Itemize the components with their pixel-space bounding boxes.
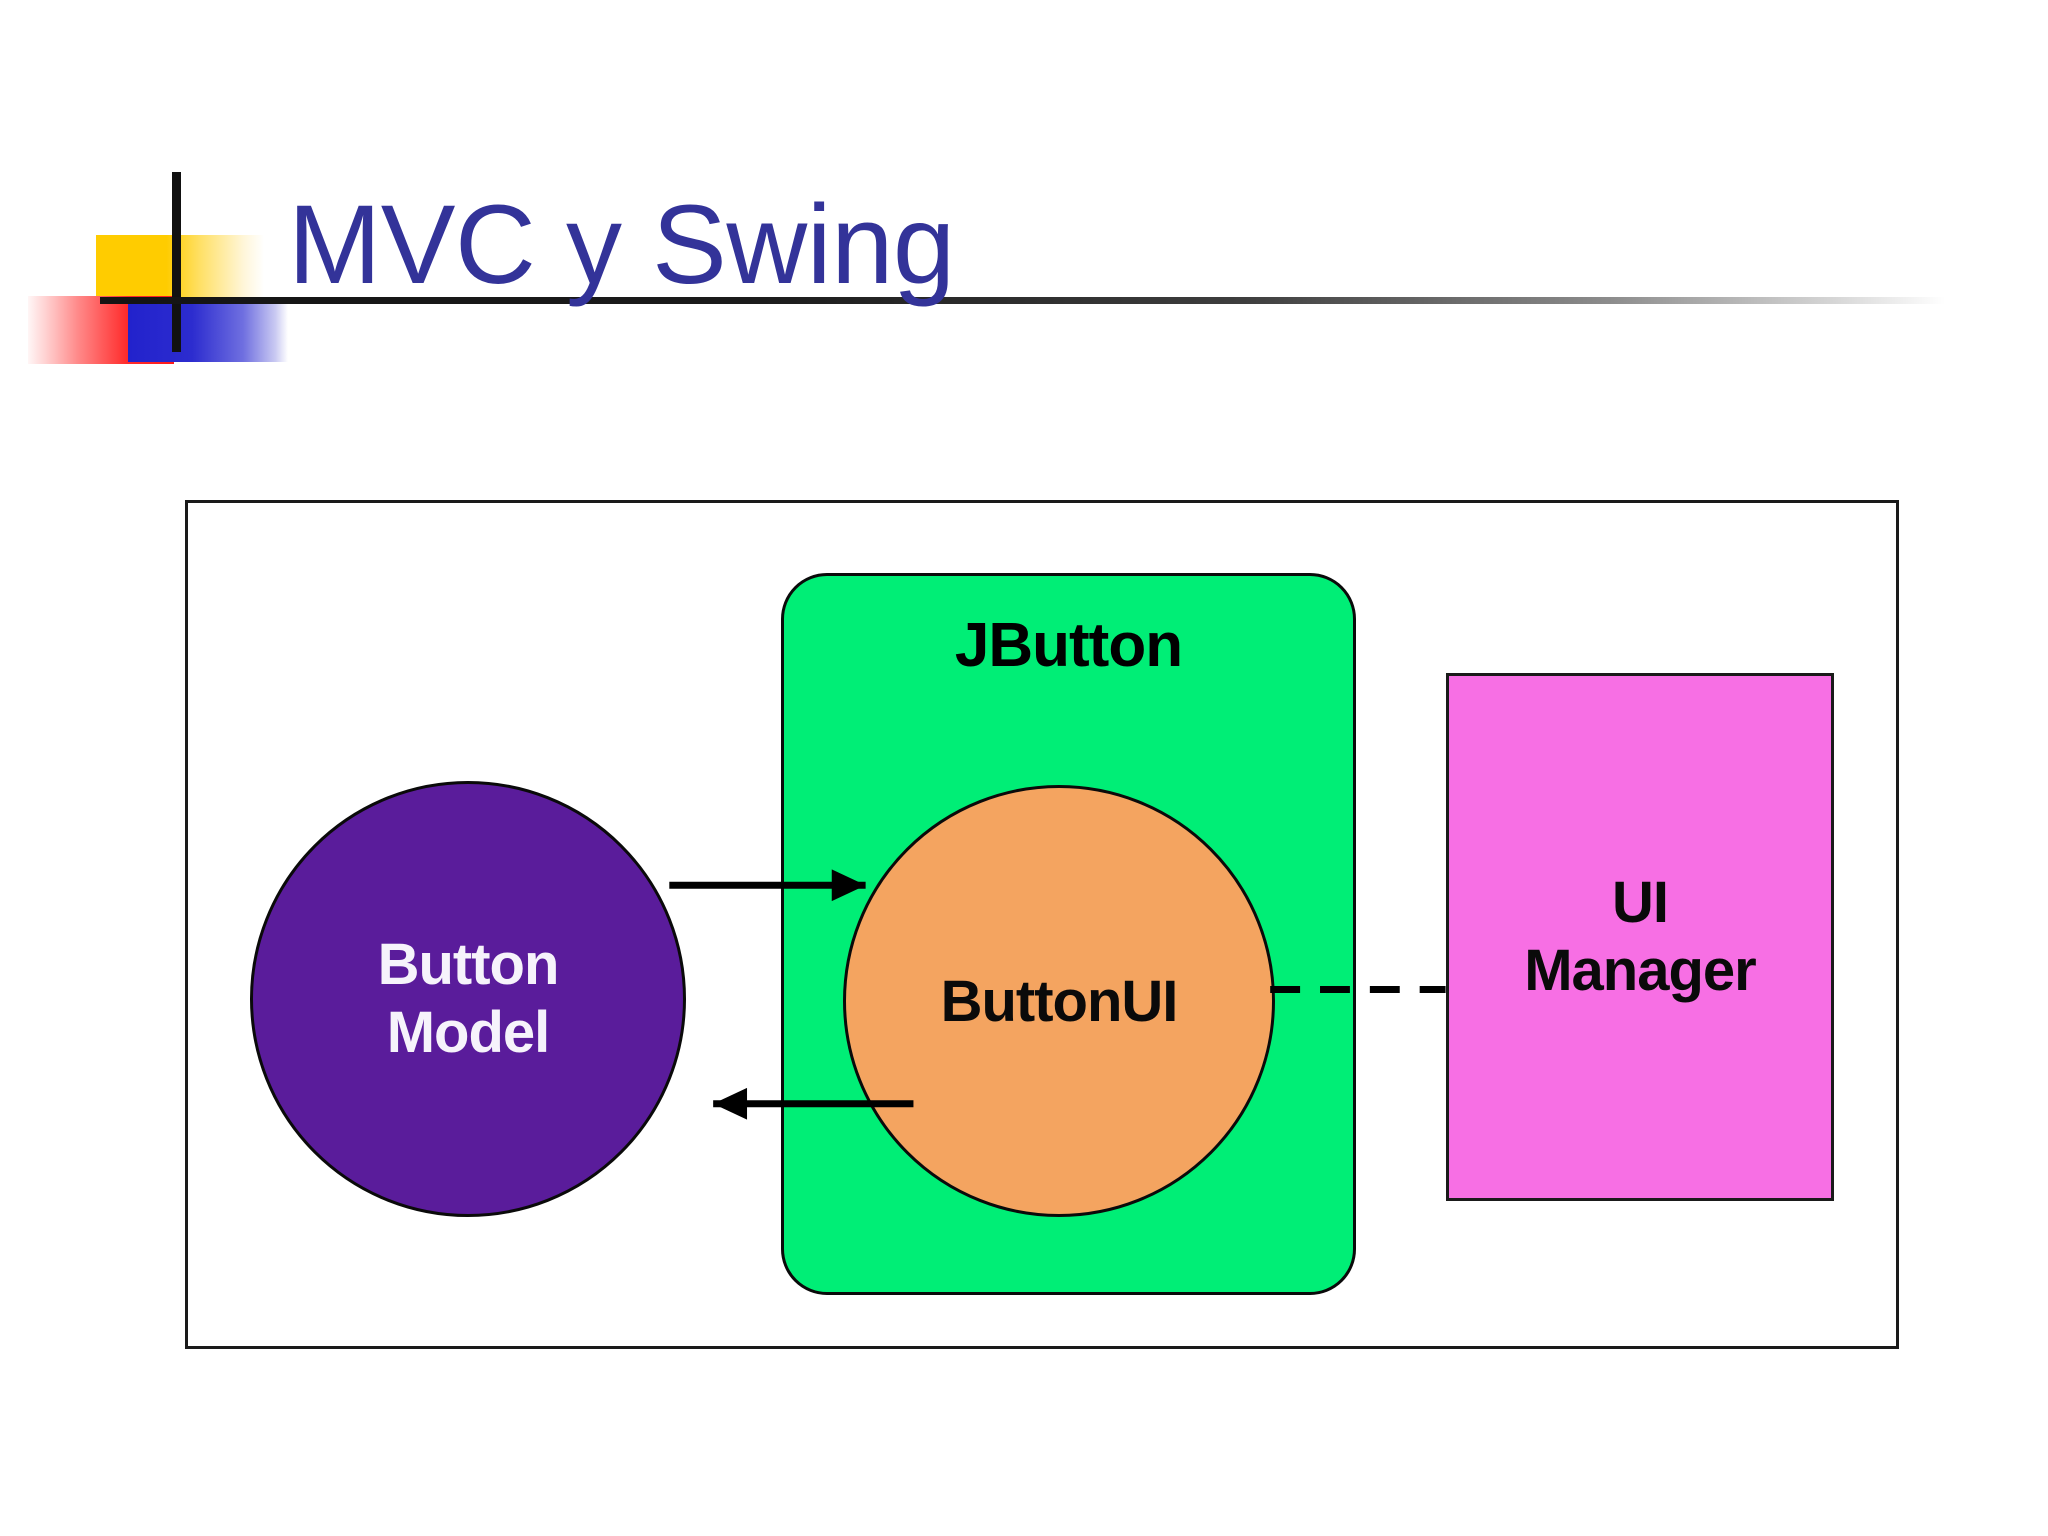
page-title: MVC y Swing — [288, 182, 955, 307]
decoration-blue-square — [128, 302, 288, 362]
button-model-label-line2: Model — [386, 1000, 551, 1065]
button-ui-node: ButtonUI — [843, 785, 1275, 1217]
ui-manager-label-line1: UI — [1612, 869, 1669, 935]
decoration-vertical-rule — [172, 172, 181, 352]
button-ui-label: ButtonUI — [940, 968, 1179, 1034]
jbutton-label: JButton — [954, 611, 1183, 680]
ui-manager-node: UI Manager — [1446, 673, 1834, 1201]
ui-manager-label-line2: Manager — [1524, 938, 1757, 1003]
diagram-frame: JButton Button Model ButtonUI UI Manager — [185, 500, 1899, 1349]
title-underline-rule — [100, 297, 1945, 304]
button-model-label-line1: Button — [377, 931, 560, 997]
button-model-node: Button Model — [250, 781, 686, 1217]
